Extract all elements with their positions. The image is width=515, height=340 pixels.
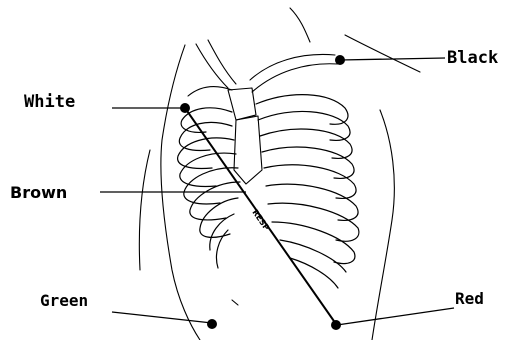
electrode-labels: Black White Brown Green Red	[10, 48, 498, 310]
red-label: Red	[455, 289, 484, 308]
brown-label: Brown	[10, 183, 67, 202]
green-leader-line	[112, 312, 212, 323]
black-electrode-dot	[335, 55, 345, 65]
leader-lines	[100, 58, 454, 325]
red-leader-line	[337, 308, 454, 325]
red-electrode-dot	[331, 320, 341, 330]
right-ribs	[256, 95, 359, 288]
black-label: Black	[447, 48, 498, 68]
torso-outline	[139, 8, 420, 340]
clavicles	[188, 40, 338, 96]
sternum	[228, 88, 262, 184]
white-electrode-dot	[180, 103, 190, 113]
left-ribs	[178, 108, 240, 268]
resp-lead-path: RESP	[185, 108, 336, 324]
green-electrode-dot	[207, 319, 217, 329]
resp-label: RESP	[250, 208, 271, 232]
green-label: Green	[40, 291, 88, 310]
white-label: White	[24, 92, 75, 112]
